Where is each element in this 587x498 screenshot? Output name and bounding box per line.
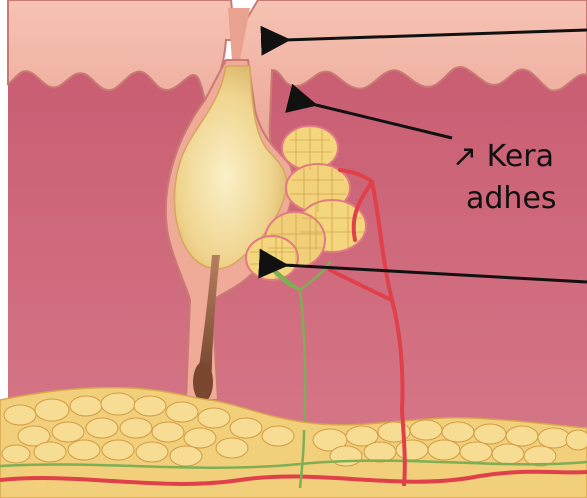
label-keratin-line1: ↗ Kera [452, 142, 554, 172]
hair-bulb [193, 362, 213, 402]
label-keratin-line2: adhes [466, 184, 557, 214]
